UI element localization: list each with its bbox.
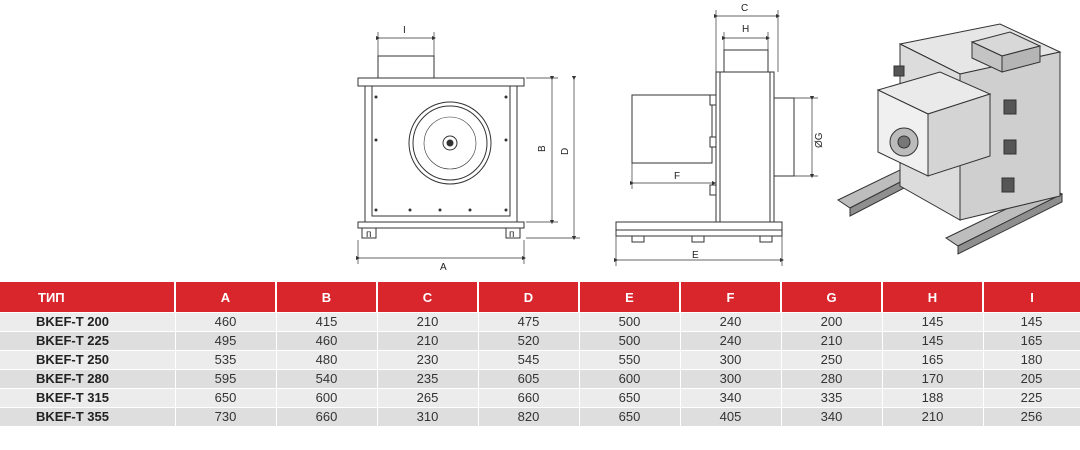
dim-label-i: I [403, 25, 406, 36]
cell-b: 600 [276, 388, 378, 408]
dim-label-h: H [742, 24, 749, 35]
side-view [615, 49, 795, 243]
side-dimensions [613, 10, 818, 266]
front-dimensions [355, 32, 580, 264]
cell-e: 600 [579, 369, 681, 389]
table-row: BKEF-T 280 595 540 235 605 600 300 280 1… [0, 369, 1080, 389]
header-d: D [478, 282, 580, 313]
header-h: H [882, 282, 984, 313]
header-b: B [276, 282, 378, 313]
cell-c: 230 [377, 350, 479, 370]
cell-d: 475 [478, 312, 580, 332]
cell-type: BKEF-T 315 [0, 388, 176, 408]
cell-b: 415 [276, 312, 378, 332]
table-row: BKEF-T 225 495 460 210 520 500 240 210 1… [0, 331, 1080, 351]
dim-label-e: E [692, 250, 699, 261]
cell-i: 256 [983, 407, 1080, 426]
cell-h: 188 [882, 388, 984, 408]
header-i: I [983, 282, 1080, 313]
cell-d: 520 [478, 331, 580, 351]
table-row: BKEF-T 250 535 480 230 545 550 300 250 1… [0, 350, 1080, 370]
cell-h: 145 [882, 312, 984, 332]
cell-b: 660 [276, 407, 378, 426]
cell-f: 340 [680, 388, 782, 408]
header-f: F [680, 282, 782, 313]
cell-i: 180 [983, 350, 1080, 370]
header-c: C [377, 282, 479, 313]
cell-e: 650 [579, 388, 681, 408]
cell-g: 200 [781, 312, 883, 332]
cell-c: 235 [377, 369, 479, 389]
table-row: BKEF-T 200 460 415 210 475 500 240 200 1… [0, 312, 1080, 332]
cell-a: 730 [175, 407, 277, 426]
cell-i: 165 [983, 331, 1080, 351]
technical-drawings: п п I A B D [355, 3, 1064, 273]
cell-b: 480 [276, 350, 378, 370]
cell-d: 660 [478, 388, 580, 408]
cell-c: 265 [377, 388, 479, 408]
cell-type: BKEF-T 355 [0, 407, 176, 426]
dim-label-c: C [741, 3, 748, 14]
cell-i: 145 [983, 312, 1080, 332]
cell-f: 405 [680, 407, 782, 426]
dimensions-table: ТИП A B C D E F G H I BKEF-T 200 460 415… [0, 282, 1080, 426]
cell-g: 280 [781, 369, 883, 389]
cell-a: 595 [175, 369, 277, 389]
cell-g: 250 [781, 350, 883, 370]
header-g: G [781, 282, 883, 313]
cell-type: BKEF-T 200 [0, 312, 176, 332]
cell-d: 545 [478, 350, 580, 370]
cell-a: 650 [175, 388, 277, 408]
table-row: BKEF-T 315 650 600 265 660 650 340 335 1… [0, 388, 1080, 408]
cell-e: 650 [579, 407, 681, 426]
svg-text:п: п [509, 229, 514, 240]
cell-type: BKEF-T 280 [0, 369, 176, 389]
header-e: E [579, 282, 681, 313]
cell-e: 550 [579, 350, 681, 370]
cell-f: 300 [680, 350, 782, 370]
cell-c: 210 [377, 312, 479, 332]
dim-label-d: D [560, 148, 571, 155]
cell-i: 205 [983, 369, 1080, 389]
header-type: ТИП [0, 282, 176, 313]
cell-g: 335 [781, 388, 883, 408]
table-row: BKEF-T 355 730 660 310 820 650 405 340 2… [0, 407, 1080, 426]
cell-h: 210 [882, 407, 984, 426]
cell-c: 310 [377, 407, 479, 426]
cell-b: 460 [276, 331, 378, 351]
svg-text:п: п [366, 229, 371, 240]
cell-f: 240 [680, 331, 782, 351]
cell-b: 540 [276, 369, 378, 389]
cell-i: 225 [983, 388, 1080, 408]
cell-g: 340 [781, 407, 883, 426]
dim-label-b: B [537, 145, 548, 152]
cell-h: 170 [882, 369, 984, 389]
cell-type: BKEF-T 225 [0, 331, 176, 351]
dim-label-a: A [440, 262, 447, 273]
header-a: A [175, 282, 277, 313]
cell-a: 460 [175, 312, 277, 332]
cell-a: 495 [175, 331, 277, 351]
table-header-row: ТИП A B C D E F G H I [0, 282, 1080, 313]
cell-d: 605 [478, 369, 580, 389]
cell-c: 210 [377, 331, 479, 351]
cell-g: 210 [781, 331, 883, 351]
cell-type: BKEF-T 250 [0, 350, 176, 370]
cell-a: 535 [175, 350, 277, 370]
dim-label-g: ØG [814, 132, 825, 148]
front-view: п п [357, 55, 525, 240]
drawings-svg: п п I A B D [355, 3, 1064, 273]
dim-label-f: F [674, 171, 680, 182]
cell-h: 145 [882, 331, 984, 351]
cell-d: 820 [478, 407, 580, 426]
isometric-view [836, 23, 1064, 255]
cell-f: 300 [680, 369, 782, 389]
cell-f: 240 [680, 312, 782, 332]
cell-e: 500 [579, 312, 681, 332]
cell-h: 165 [882, 350, 984, 370]
cell-e: 500 [579, 331, 681, 351]
